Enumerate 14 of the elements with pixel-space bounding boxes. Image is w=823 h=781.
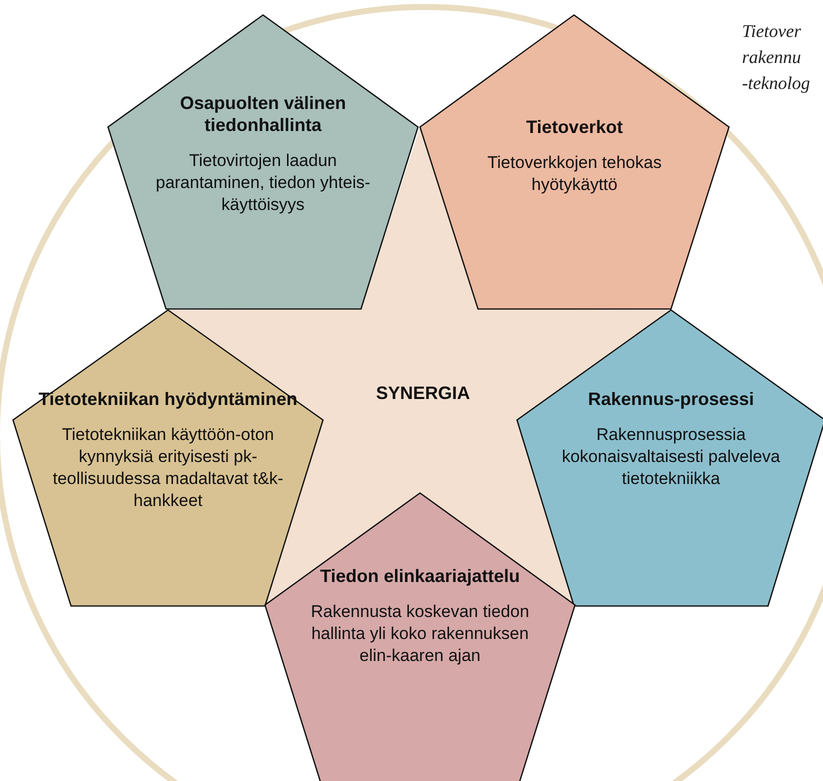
pentagon-heading: Tiedon elinkaariajattelu	[319, 565, 521, 587]
pentagon-heading: Rakennus-prosessi	[586, 388, 756, 410]
center-label: SYNERGIA	[374, 382, 472, 404]
pentagon-description: Tietoverkkojen tehokas hyötykäyttö	[486, 152, 663, 196]
pentagon-description: Tietotekniikan käyttöön-oton kynnyksiä erityisesti pk-teollisuudessa madaltavat t&k-hankkeet	[52, 424, 284, 512]
pentagon-description: Rakennusta koskevan tiedon hallinta yli koko rakennuksen elin-kaaren ajan	[310, 601, 530, 667]
pentagon-heading: Osapuolten välinen tiedonhallinta	[178, 92, 348, 136]
pentagon-description: Tietovirtojen laadun parantaminen, tiedon yhteis-käyttöisyys	[154, 150, 372, 216]
pentagon-heading: Tietotekniikan hyödyntäminen	[38, 388, 298, 410]
pentagon-description: Rakennusprosessia kokonaisvaltaisesti palveleva tietotekniikka	[561, 424, 781, 490]
side-note-text: Tietover	[742, 20, 801, 43]
pentagon-heading: Tietoverkot	[525, 116, 624, 138]
side-note-text: rakennu	[742, 46, 801, 69]
side-note-text: -teknolog	[742, 72, 810, 95]
